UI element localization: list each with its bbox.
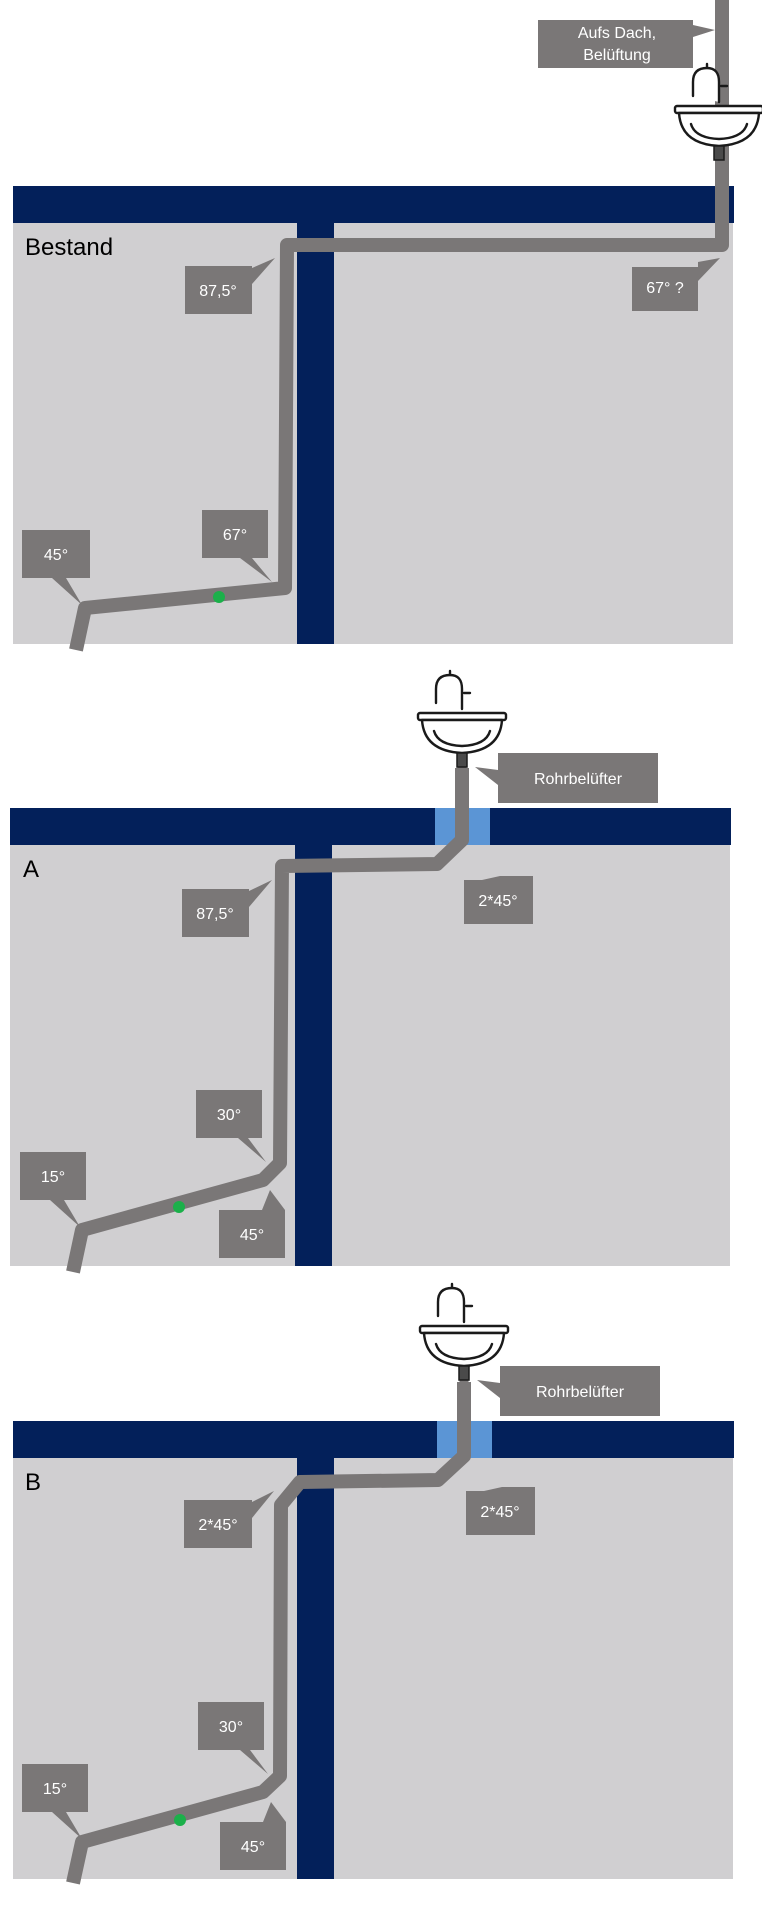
- wall-area: [13, 222, 733, 644]
- wall-column: [297, 186, 334, 644]
- existing-drain-pipe: [69, 0, 729, 652]
- svg-text:87,5°: 87,5°: [199, 283, 237, 300]
- callout-angle: 45°: [220, 1802, 286, 1870]
- callout-angle: 45°: [219, 1190, 285, 1258]
- ceiling-beam: [10, 808, 731, 845]
- panel-bestand: Bestand Aufs Dach, Belüftung 87,5° 67° ?…: [13, 0, 762, 652]
- callout-angle: 30°: [196, 1090, 266, 1162]
- measure-point: [213, 591, 225, 603]
- ceiling-beam: [13, 1421, 734, 1458]
- svg-text:45°: 45°: [241, 1839, 265, 1856]
- panel-label: B: [25, 1469, 41, 1496]
- measure-point: [174, 1814, 186, 1826]
- callout-vent: Rohrbelüfter: [477, 1366, 660, 1416]
- callout-angle: 15°: [20, 1152, 86, 1227]
- callout-angle: 67°: [202, 510, 272, 582]
- svg-text:Belüftung: Belüftung: [583, 47, 651, 64]
- callout-angle: 2*45°: [464, 876, 533, 924]
- wall-area: [13, 1457, 733, 1879]
- svg-text:45°: 45°: [44, 547, 68, 564]
- callout-angle: 87,5°: [182, 880, 272, 937]
- svg-text:Aufs Dach,: Aufs Dach,: [578, 25, 656, 42]
- callout-angle: 2*45°: [184, 1491, 274, 1548]
- measure-point: [173, 1201, 185, 1213]
- wall-column: [297, 1421, 334, 1879]
- sink-icon: [416, 669, 508, 769]
- svg-text:Rohrbelüfter: Rohrbelüfter: [536, 1384, 625, 1401]
- option-b-pipe: [66, 1382, 471, 1885]
- panel-label: Bestand: [25, 234, 113, 261]
- panel-label: A: [23, 856, 39, 883]
- panel-b: B Rohrbelüfter 2*45° 2*45° 30° 45° 15°: [13, 1282, 734, 1885]
- svg-text:30°: 30°: [219, 1719, 243, 1736]
- callout-angle: 87,5°: [185, 258, 275, 314]
- svg-text:67° ?: 67° ?: [646, 280, 684, 297]
- svg-text:67°: 67°: [223, 527, 247, 544]
- svg-text:2*45°: 2*45°: [198, 1517, 237, 1534]
- svg-text:Rohrbelüfter: Rohrbelüfter: [534, 771, 623, 788]
- svg-text:15°: 15°: [43, 1781, 67, 1798]
- wall-area: [10, 844, 730, 1266]
- option-a-pipe: [66, 768, 469, 1274]
- svg-text:2*45°: 2*45°: [480, 1504, 519, 1521]
- svg-text:30°: 30°: [217, 1107, 241, 1124]
- callout-angle: 30°: [198, 1702, 268, 1774]
- wall-column: [295, 808, 332, 1266]
- callout-angle: 67° ?: [632, 258, 720, 311]
- ceiling-beam: [13, 186, 734, 223]
- svg-text:87,5°: 87,5°: [196, 906, 234, 923]
- callout-angle: 2*45°: [466, 1487, 535, 1535]
- sink-icon: [418, 1282, 510, 1382]
- sink-icon: [673, 62, 762, 162]
- svg-text:15°: 15°: [41, 1169, 65, 1186]
- callout-roof-vent: Aufs Dach, Belüftung: [538, 20, 715, 68]
- callout-angle: 15°: [22, 1764, 88, 1839]
- callout-vent: Rohrbelüfter: [475, 753, 658, 803]
- svg-text:45°: 45°: [240, 1227, 264, 1244]
- callout-angle: 45°: [22, 530, 90, 605]
- svg-text:2*45°: 2*45°: [478, 893, 517, 910]
- panel-a: A Rohrbelüfter 87,5° 2*45° 30° 45° 15°: [10, 669, 731, 1274]
